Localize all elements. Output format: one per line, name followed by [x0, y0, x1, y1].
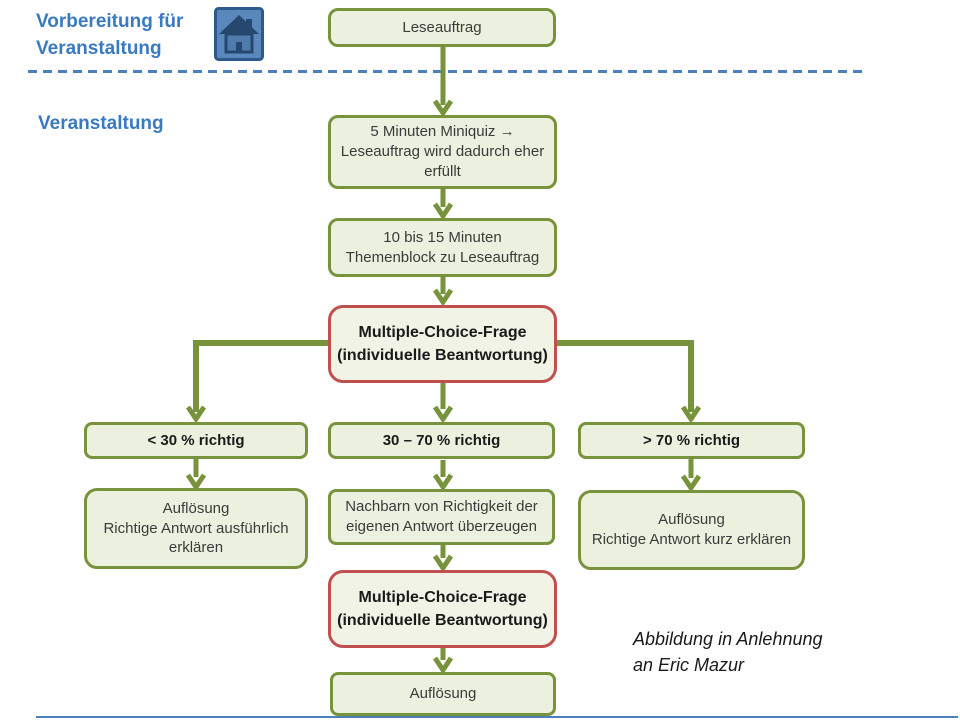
- node-aufloesung-kurz: Auflösung Richtige Antwort kurz erklären: [578, 490, 805, 570]
- home-icon[interactable]: [214, 7, 264, 61]
- page-title: Vorbereitung für Veranstaltung: [36, 11, 184, 59]
- node-miniquiz: 5 Minuten Miniquiz → Leseauftrag wird da…: [328, 115, 557, 189]
- node-ueber-70-prozent: > 70 % richtig: [578, 422, 805, 459]
- node-nachbarn-ueberzeugen: Nachbarn von Richtigkeit der eigenen Ant…: [328, 489, 555, 545]
- section-label: Veranstaltung: [38, 113, 164, 134]
- node-30-bis-70-prozent: 30 – 70 % richtig: [328, 422, 555, 459]
- node-leseauftrag: Leseauftrag: [328, 8, 556, 47]
- node-unter-30-prozent: < 30 % richtig: [84, 422, 308, 459]
- node-themenblock: 10 bis 15 Minuten Themenblock zu Leseauf…: [328, 218, 557, 277]
- node-aufloesung-final: Auflösung: [330, 672, 556, 716]
- node-multiple-choice-frage-2: Multiple-Choice-Frage (individuelle Bean…: [328, 570, 557, 648]
- footer-line: [36, 716, 958, 718]
- node-aufloesung-ausfuehrlich: Auflösung Richtige Antwort ausführlich e…: [84, 488, 308, 569]
- node-multiple-choice-frage-1: Multiple-Choice-Frage (individuelle Bean…: [328, 305, 557, 383]
- source-caption: Abbildung in Anlehnung an Eric Mazur: [633, 629, 823, 675]
